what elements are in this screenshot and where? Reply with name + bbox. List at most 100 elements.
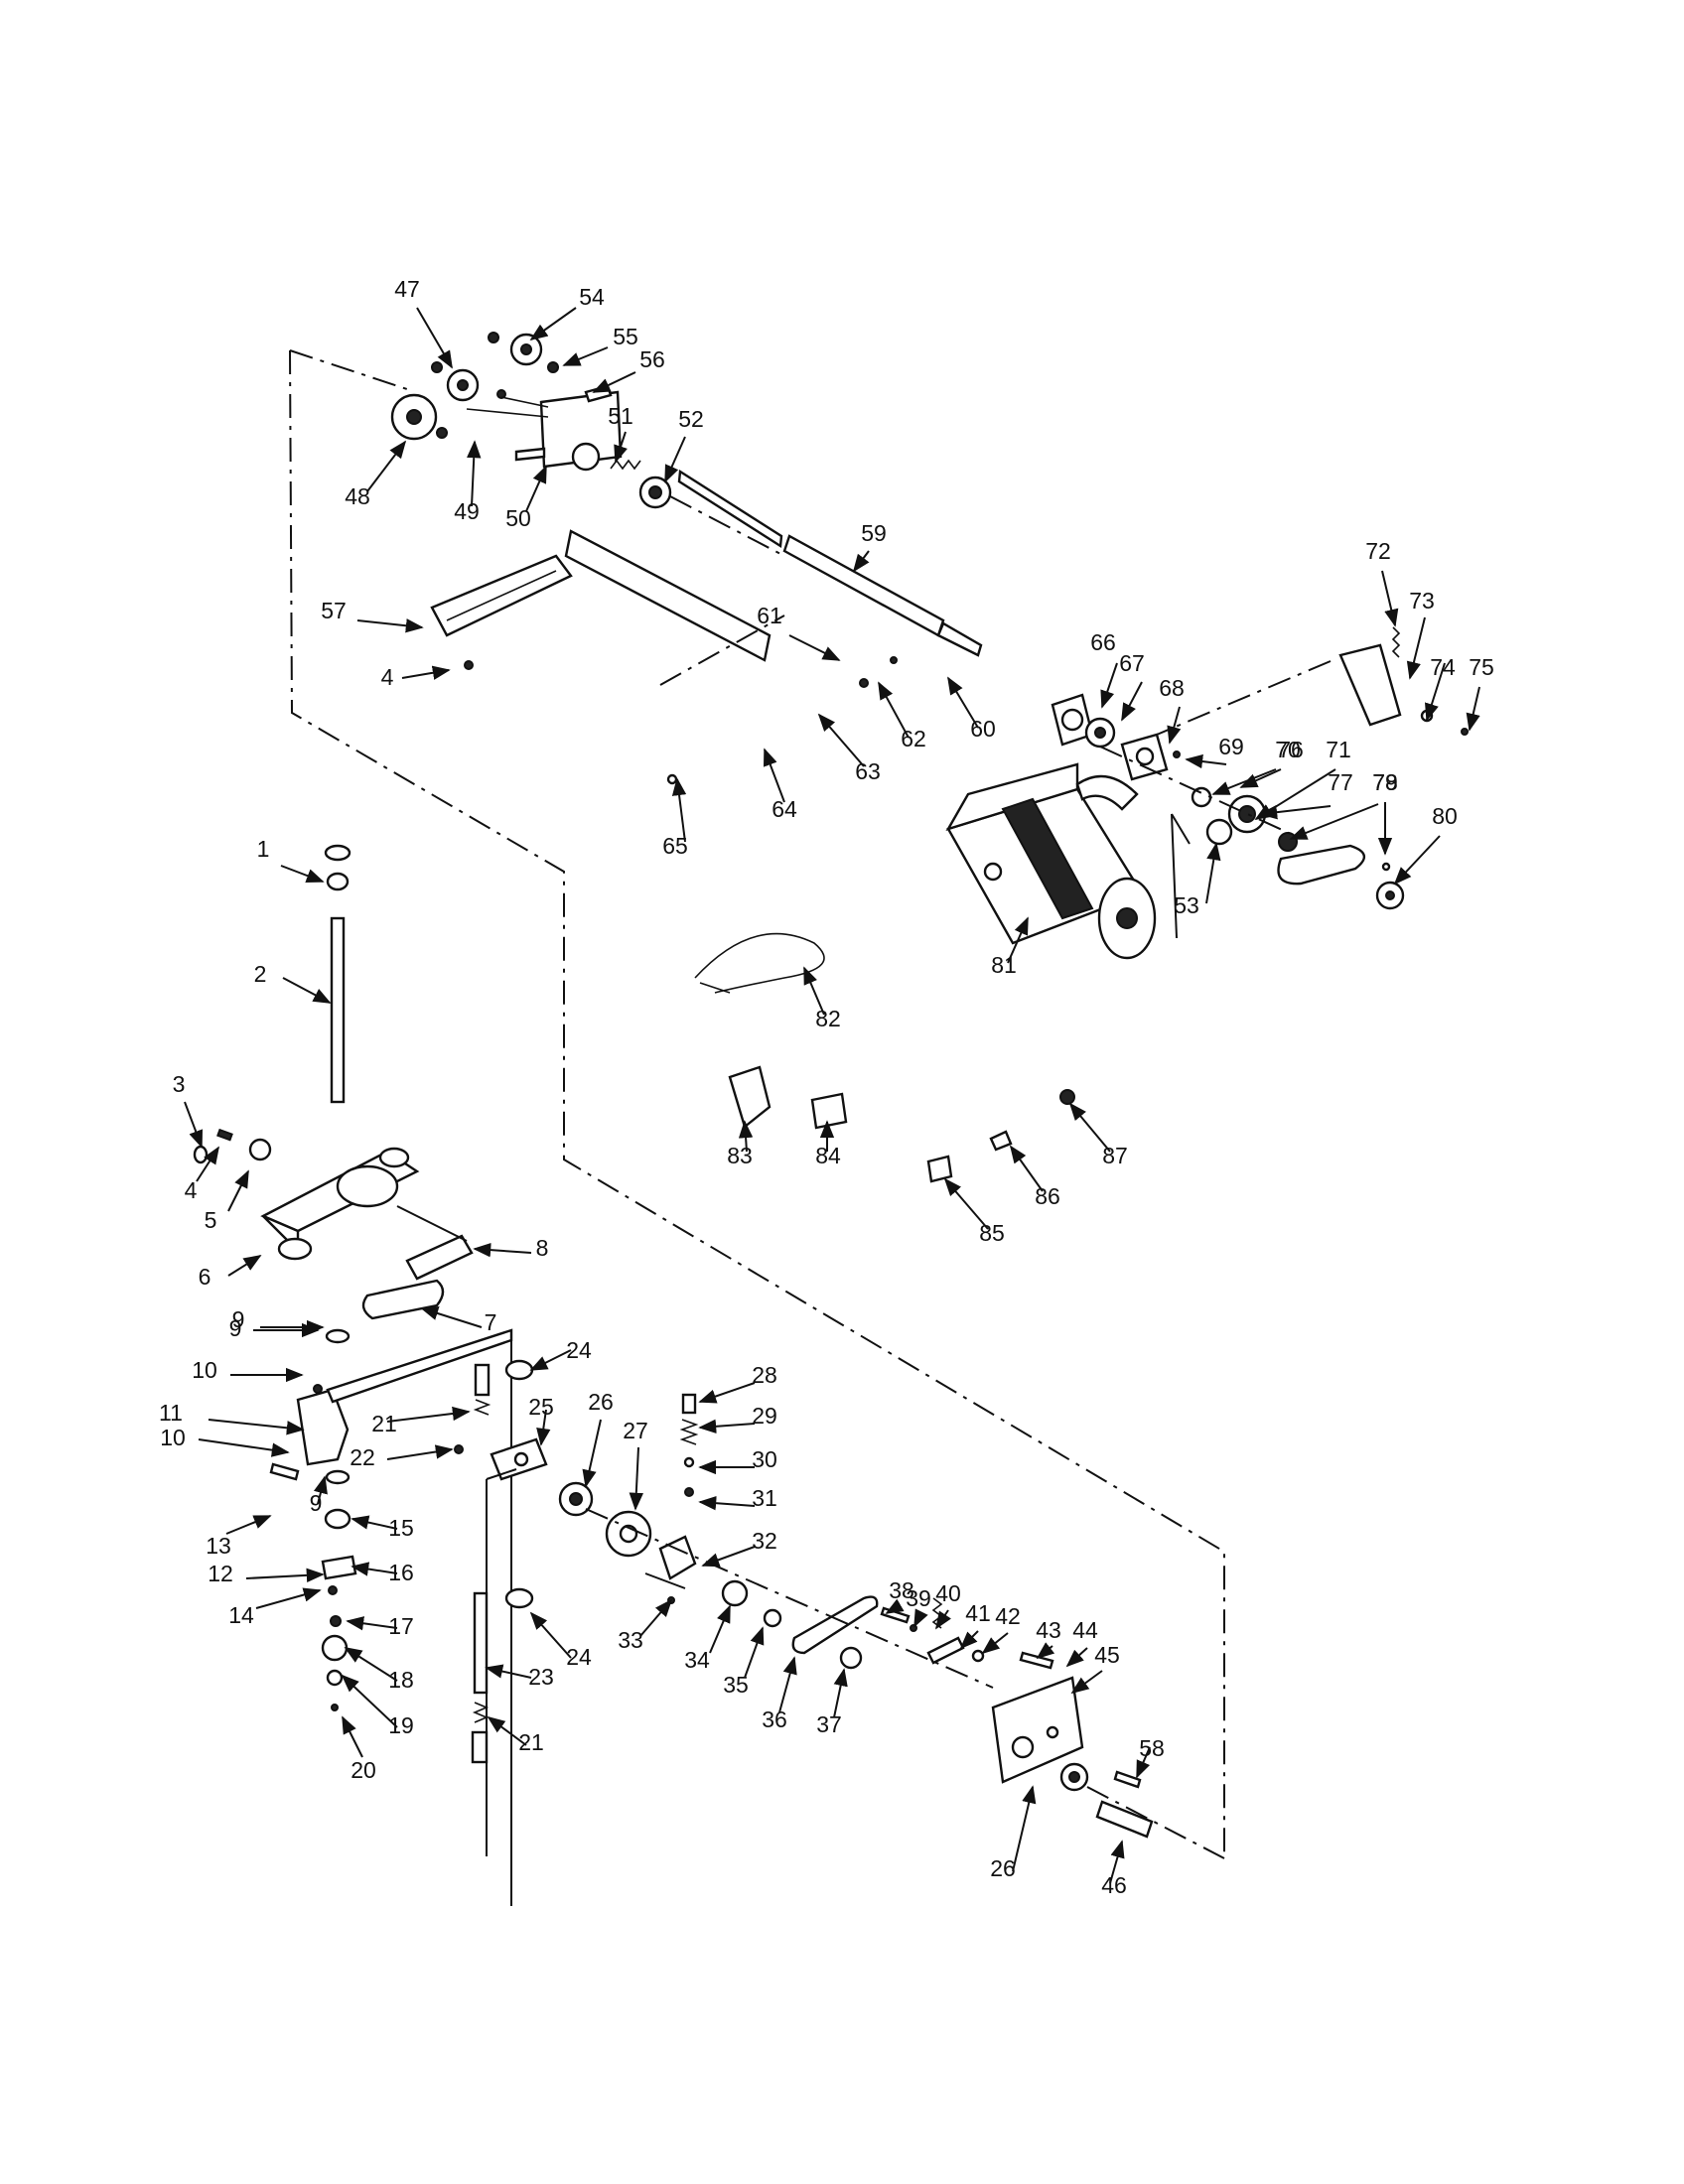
- cord-82: [694, 932, 825, 994]
- callout-label-72: 72: [1365, 538, 1391, 564]
- callout-arrow-24: [529, 1349, 572, 1371]
- callout-arrow-60: [947, 676, 979, 729]
- callout-arrow-36: [778, 1656, 797, 1713]
- callout-label-54: 54: [579, 284, 605, 310]
- callout-label-77: 77: [1328, 769, 1353, 795]
- callout-arrow-40: [935, 1609, 951, 1630]
- motor-81: [945, 762, 1157, 960]
- callout-label-12: 12: [208, 1561, 233, 1586]
- callout-label-82: 82: [815, 1006, 841, 1031]
- callout-label-37: 37: [816, 1711, 842, 1737]
- callout-label-55: 55: [613, 324, 638, 349]
- bracket-11: [296, 1388, 350, 1466]
- chain-36: [791, 1595, 879, 1655]
- assembly-boundary-line: [289, 349, 1225, 1858]
- rod-23: [473, 1591, 489, 1695]
- callout-arrow-54: [529, 307, 577, 341]
- callout-label-20: 20: [351, 1757, 376, 1783]
- callout-arrow-49: [467, 440, 482, 507]
- electrical-parts: [694, 932, 1075, 1183]
- callout-arrow-71: [1254, 768, 1336, 820]
- callout-arrow-69: [1185, 753, 1227, 769]
- callout-arrow-31: [698, 1495, 756, 1511]
- callout-arrow-35: [744, 1626, 765, 1679]
- callout-label-3: 3: [173, 1071, 186, 1097]
- plate-45: [991, 1676, 1084, 1784]
- callout-arrow-85: [943, 1177, 989, 1230]
- callout-arrow-70: [1239, 768, 1282, 788]
- callout-arrow-26: [582, 1419, 602, 1488]
- callout-arrow-18: [344, 1647, 398, 1682]
- callout-label-53: 53: [1174, 892, 1199, 918]
- callout-label-9: 9: [232, 1306, 245, 1332]
- callout-arrow-5: [227, 1169, 249, 1212]
- callout-arrow-43: [1036, 1642, 1055, 1660]
- callout-arrow-86: [1009, 1145, 1044, 1192]
- callout-label-46: 46: [1101, 1872, 1127, 1898]
- callout-label-56: 56: [639, 346, 665, 372]
- bearing-34: [721, 1579, 749, 1607]
- callout-arrow-76: [1211, 768, 1277, 795]
- callout-arrow-52: [664, 436, 686, 483]
- shaft-60: [782, 534, 945, 637]
- callout-arrow-27: [629, 1446, 643, 1511]
- callout-label-35: 35: [723, 1672, 749, 1698]
- callout-arrow-78: [1289, 803, 1379, 840]
- callout-label-41: 41: [965, 1600, 991, 1626]
- callout-label-81: 81: [991, 952, 1017, 978]
- shaft-41: [926, 1636, 965, 1665]
- callout-arrow-32: [701, 1546, 756, 1568]
- rod-2: [330, 916, 346, 1104]
- callout-arrow-26: [1012, 1785, 1037, 1872]
- callout-arrow-73: [1406, 616, 1426, 680]
- callout-arrow-11: [208, 1419, 305, 1435]
- callout-label-10: 10: [192, 1357, 217, 1383]
- callout-label-51: 51: [608, 403, 633, 429]
- callout-arrow-74: [1425, 662, 1446, 722]
- callout-arrow-46: [1109, 1840, 1125, 1884]
- part-85: [926, 1155, 953, 1183]
- sleeve-46b: [471, 1730, 489, 1764]
- callout-label-10: 10: [160, 1425, 186, 1450]
- callout-label-80: 80: [1432, 803, 1458, 829]
- callout-label-48: 48: [345, 483, 370, 509]
- callout-arrow-28: [698, 1382, 756, 1404]
- callout-arrow-57: [356, 618, 424, 633]
- callout-arrow-19: [341, 1674, 398, 1728]
- pin-13: [269, 1462, 300, 1481]
- lever-8: [405, 1234, 474, 1281]
- callout-arrow-72: [1381, 570, 1399, 627]
- callout-label-84: 84: [815, 1143, 841, 1168]
- callout-label-40: 40: [935, 1580, 961, 1606]
- callout-arrow-21: [386, 1406, 471, 1423]
- callout-label-69: 69: [1218, 734, 1244, 759]
- callout-arrow-82: [803, 966, 825, 1016]
- bushing-1: [326, 872, 350, 891]
- callout-label-11: 11: [159, 1400, 183, 1426]
- callout-arrow-21: [487, 1715, 527, 1746]
- belt-78: [1277, 844, 1365, 886]
- callout-label-29: 29: [752, 1403, 777, 1429]
- callout-label-5: 5: [205, 1207, 217, 1233]
- callout-arrow-20: [342, 1715, 363, 1758]
- callout-arrow-39: [913, 1608, 928, 1628]
- callout-label-67: 67: [1119, 650, 1145, 676]
- callout-label-36: 36: [762, 1706, 787, 1732]
- callout-arrow-80: [1393, 835, 1441, 886]
- bracket-72: [1338, 643, 1402, 727]
- callout-arrow-51: [614, 431, 628, 464]
- gear-18: [321, 1634, 349, 1662]
- callout-arrow-8: [473, 1242, 532, 1258]
- callout-label-25: 25: [528, 1394, 554, 1420]
- callout-arrow-25: [536, 1409, 551, 1446]
- callout-labels: 1234456789991010111213141516171819202121…: [159, 276, 1494, 1898]
- bushing-5: [248, 1138, 272, 1161]
- callout-label-21: 21: [371, 1411, 397, 1436]
- callout-arrow-33: [639, 1598, 673, 1637]
- sleeve-46: [474, 1363, 491, 1397]
- callout-arrow-17: [346, 1616, 398, 1631]
- callout-arrow-47: [416, 307, 453, 369]
- callout-label-52: 52: [678, 406, 704, 432]
- callout-label-26: 26: [588, 1389, 614, 1415]
- plunger-28: [681, 1393, 697, 1415]
